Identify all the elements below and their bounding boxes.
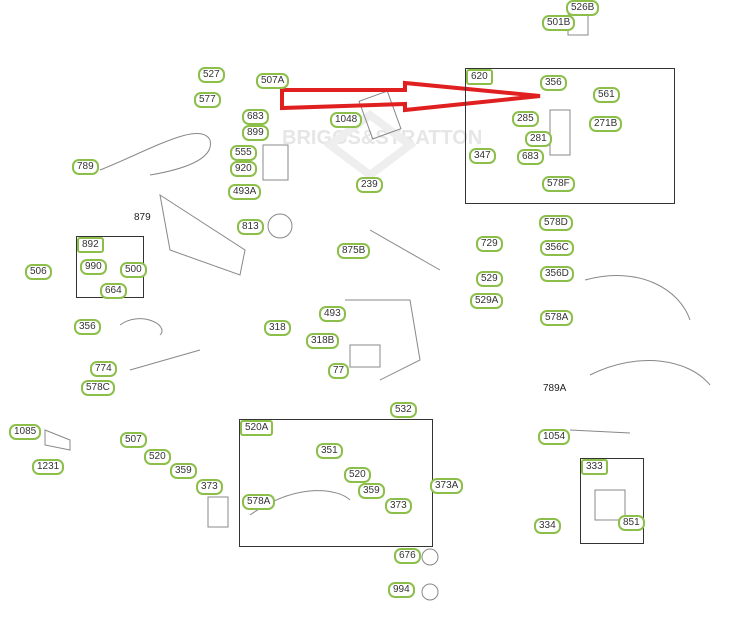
wire-356 xyxy=(119,318,163,336)
cap-676 xyxy=(421,548,439,566)
bracket-1085 xyxy=(44,429,71,451)
red-arrow-annotation xyxy=(280,80,541,113)
part-callout-1054[interactable]: 1054 xyxy=(538,429,571,445)
part-callout-281[interactable]: 281 xyxy=(525,131,552,147)
part-callout-500[interactable]: 500 xyxy=(120,262,147,278)
part-callout-664[interactable]: 664 xyxy=(100,283,127,299)
harness-789A xyxy=(589,360,711,386)
control-875B xyxy=(369,229,441,271)
part-callout-520[interactable]: 520 xyxy=(144,449,171,465)
part-callout-577[interactable]: 577 xyxy=(194,92,221,108)
part-callout-774[interactable]: 774 xyxy=(90,361,117,377)
part-callout-578A[interactable]: 578A xyxy=(242,494,276,510)
part-callout-493[interactable]: 493 xyxy=(319,306,346,322)
watermark-diamond xyxy=(323,110,417,180)
plug-994 xyxy=(421,583,439,601)
part-callout-373A[interactable]: 373A xyxy=(430,478,464,494)
part-number-label: 789A xyxy=(543,383,567,394)
part-callout-683[interactable]: 683 xyxy=(517,149,544,165)
part-callout-555[interactable]: 555 xyxy=(230,145,257,161)
group-box xyxy=(580,458,644,544)
part-callout-334[interactable]: 334 xyxy=(534,518,561,534)
part-number-label: 879 xyxy=(134,212,151,223)
part-callout-676[interactable]: 676 xyxy=(394,548,421,564)
part-callout-493A[interactable]: 493A xyxy=(228,184,262,200)
part-callout-507[interactable]: 507 xyxy=(120,432,147,448)
part-callout-507A[interactable]: 507A xyxy=(256,73,290,89)
part-callout-994[interactable]: 994 xyxy=(388,582,415,598)
part-callout-529[interactable]: 529 xyxy=(476,271,503,287)
part-callout-683[interactable]: 683 xyxy=(242,109,269,125)
part-callout-789[interactable]: 789 xyxy=(72,159,99,175)
part-callout-351[interactable]: 351 xyxy=(316,443,343,459)
part-callout-359[interactable]: 359 xyxy=(170,463,197,479)
part-callout-347[interactable]: 347 xyxy=(469,148,496,164)
group-box xyxy=(239,419,433,547)
part-callout-875B[interactable]: 875B xyxy=(337,243,371,259)
part-callout-851[interactable]: 851 xyxy=(618,515,645,531)
wire-1054 xyxy=(569,429,631,434)
bracket-493 xyxy=(345,299,421,381)
part-callout-813[interactable]: 813 xyxy=(237,219,264,235)
part-callout-990[interactable]: 990 xyxy=(80,259,107,275)
solenoid-920 xyxy=(262,144,289,181)
group-label[interactable]: 892 xyxy=(77,237,104,253)
part-callout-356[interactable]: 356 xyxy=(540,75,567,91)
part-callout-373[interactable]: 373 xyxy=(196,479,223,495)
module-851 xyxy=(594,489,626,521)
part-callout-532[interactable]: 532 xyxy=(390,402,417,418)
part-callout-356D[interactable]: 356D xyxy=(540,266,574,282)
group-box xyxy=(465,68,675,204)
part-callout-359[interactable]: 359 xyxy=(358,483,385,499)
wire-harness-789 xyxy=(99,132,211,176)
part-callout-271B[interactable]: 271B xyxy=(589,116,623,132)
part-callout-578F[interactable]: 578F xyxy=(542,176,575,192)
part-callout-77[interactable]: 77 xyxy=(328,363,350,379)
part-callout-561[interactable]: 561 xyxy=(593,87,620,103)
harness-774 xyxy=(129,349,201,371)
bracket-1048 xyxy=(358,90,402,140)
part-callout-520[interactable]: 520 xyxy=(344,467,371,483)
part-callout-527[interactable]: 527 xyxy=(198,67,225,83)
part-callout-1085[interactable]: 1085 xyxy=(9,424,42,440)
group-label[interactable]: 520A xyxy=(240,420,274,436)
group-label[interactable]: 620 xyxy=(466,69,493,85)
group-label[interactable]: 333 xyxy=(581,459,608,475)
part-callout-578C[interactable]: 578C xyxy=(81,380,115,396)
part-callout-318[interactable]: 318 xyxy=(264,320,291,336)
part-callout-373[interactable]: 373 xyxy=(385,498,412,514)
clamp-813 xyxy=(267,213,293,239)
part-77 xyxy=(349,344,381,368)
shield-879 xyxy=(159,193,246,276)
part-callout-356C[interactable]: 356C xyxy=(540,240,574,256)
part-callout-285[interactable]: 285 xyxy=(512,111,539,127)
part-callout-729[interactable]: 729 xyxy=(476,236,503,252)
part-callout-506[interactable]: 506 xyxy=(25,264,52,280)
part-callout-318B[interactable]: 318B xyxy=(306,333,340,349)
part-callout-529A[interactable]: 529A xyxy=(470,293,504,309)
connector-part xyxy=(207,496,229,528)
part-callout-1231[interactable]: 1231 xyxy=(32,459,65,475)
part-callout-1048[interactable]: 1048 xyxy=(330,112,363,128)
part-callout-920[interactable]: 920 xyxy=(230,161,257,177)
part-callout-356[interactable]: 356 xyxy=(74,319,101,335)
harness-578A xyxy=(584,275,691,321)
part-callout-239[interactable]: 239 xyxy=(356,177,383,193)
part-callout-501B[interactable]: 501B xyxy=(542,15,576,31)
part-callout-578A[interactable]: 578A xyxy=(540,310,574,326)
part-callout-578D[interactable]: 578D xyxy=(539,215,573,231)
part-callout-899[interactable]: 899 xyxy=(242,125,269,141)
part-callout-526B[interactable]: 526B xyxy=(566,0,600,16)
